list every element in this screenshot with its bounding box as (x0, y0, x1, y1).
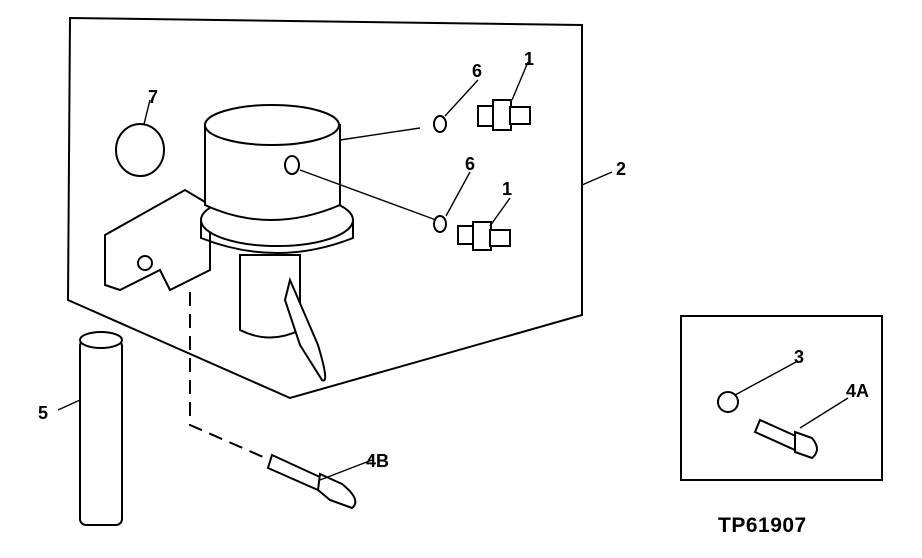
callout-7: 7 (148, 87, 159, 107)
washer-3 (717, 391, 739, 413)
bracket-bolt-hole (137, 255, 153, 271)
pump-port (284, 155, 300, 175)
figure-id: TP61907 (718, 514, 807, 537)
pump-lever (283, 276, 327, 382)
callout-4b: 4B (366, 451, 390, 471)
dashed-guide-4b (189, 292, 271, 461)
callout-4a: 4A (846, 381, 870, 401)
fitting-bottom (457, 221, 511, 251)
bolt-4b (266, 453, 357, 510)
bolt-4a (753, 418, 818, 460)
pump-cylinder (204, 124, 341, 221)
inset-box (680, 315, 883, 481)
callout-2: 2 (616, 159, 627, 179)
callout-1-top: 1 (524, 49, 535, 69)
callout-1-bottom: 1 (502, 179, 513, 199)
mounting-panel (66, 16, 583, 400)
washer-bottom (433, 215, 447, 233)
tube (79, 331, 123, 526)
callout-3: 3 (794, 347, 805, 367)
callout-6-bottom: 6 (465, 154, 476, 174)
callout-5: 5 (38, 403, 49, 423)
o-ring (115, 123, 165, 177)
washer-top (433, 115, 447, 133)
fitting-top (477, 99, 531, 131)
pump-top (204, 104, 340, 146)
pump-bracket (104, 188, 211, 292)
fuel-pump (104, 104, 354, 382)
callout-6-top: 6 (472, 61, 483, 81)
